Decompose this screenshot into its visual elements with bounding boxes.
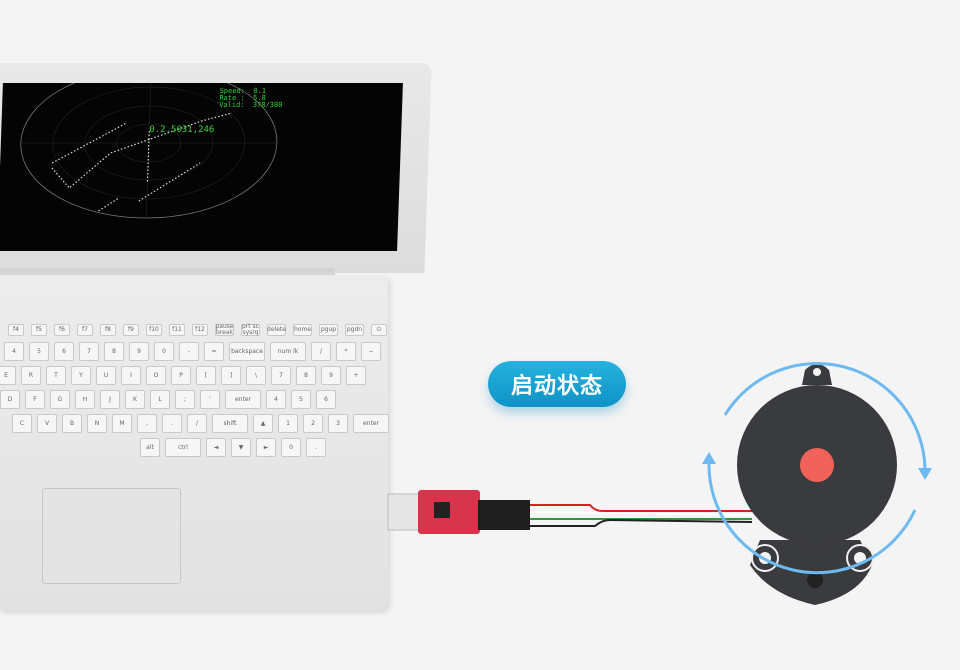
- key[interactable]: f8: [100, 324, 116, 336]
- key[interactable]: ,: [137, 414, 157, 433]
- key[interactable]: 6: [54, 342, 74, 361]
- key[interactable]: pgup: [319, 324, 338, 336]
- key[interactable]: .: [162, 414, 182, 433]
- key[interactable]: 7: [271, 366, 291, 385]
- key[interactable]: K: [125, 390, 145, 409]
- chip: [434, 502, 450, 518]
- key[interactable]: L: [150, 390, 170, 409]
- key[interactable]: 1: [278, 414, 298, 433]
- key[interactable]: f5: [31, 324, 47, 336]
- key[interactable]: backspace: [229, 342, 265, 361]
- key[interactable]: pgdn: [345, 324, 364, 336]
- rotation-arrows-icon: [707, 361, 927, 575]
- keyboard: f4 f5 f6 f7 f8 f9 f10 f11 f12 pause break prt sc s…: [0, 318, 389, 464]
- key[interactable]: f9: [123, 324, 139, 336]
- status-badge: 启动状态: [488, 361, 626, 407]
- key[interactable]: 8: [104, 342, 124, 361]
- key[interactable]: 7: [79, 342, 99, 361]
- key[interactable]: 9: [321, 366, 341, 385]
- key[interactable]: O: [146, 366, 166, 385]
- valid-readout: Valid: 378/380: [219, 101, 283, 109]
- key[interactable]: ◄: [206, 438, 226, 457]
- key[interactable]: =: [204, 342, 224, 361]
- key[interactable]: 5: [291, 390, 311, 409]
- key[interactable]: shift: [212, 414, 248, 433]
- key[interactable]: P: [171, 366, 191, 385]
- key[interactable]: −: [361, 342, 381, 361]
- key[interactable]: *: [336, 342, 356, 361]
- key[interactable]: F: [25, 390, 45, 409]
- key[interactable]: home: [293, 324, 312, 336]
- key[interactable]: J: [100, 390, 120, 409]
- key[interactable]: I: [121, 366, 141, 385]
- key[interactable]: enter: [225, 390, 261, 409]
- key[interactable]: 3: [328, 414, 348, 433]
- key[interactable]: +: [346, 366, 366, 385]
- key[interactable]: [: [196, 366, 216, 385]
- key[interactable]: B: [62, 414, 82, 433]
- key[interactable]: ]: [221, 366, 241, 385]
- trackpad[interactable]: [42, 488, 181, 584]
- point-readout: 0.2,5031,246: [149, 125, 215, 135]
- key[interactable]: 8: [296, 366, 316, 385]
- key[interactable]: 5: [29, 342, 49, 361]
- pin-header: [478, 500, 530, 530]
- key[interactable]: f6: [54, 324, 70, 336]
- key[interactable]: f12: [192, 324, 208, 336]
- key[interactable]: ►: [256, 438, 276, 457]
- key[interactable]: alt: [140, 438, 160, 457]
- key[interactable]: f7: [77, 324, 93, 336]
- key[interactable]: .: [306, 438, 326, 457]
- laptop-screen: Speed: 0.1 Rate : 5.8 Valid: 378/380 0.2…: [0, 67, 403, 251]
- key[interactable]: 4: [266, 390, 286, 409]
- key[interactable]: /: [187, 414, 207, 433]
- key[interactable]: ;: [175, 390, 195, 409]
- lidar-center-dot: [800, 448, 834, 482]
- key[interactable]: f11: [169, 324, 185, 336]
- key[interactable]: T: [46, 366, 66, 385]
- key[interactable]: num lk: [270, 342, 306, 361]
- key[interactable]: ▲: [253, 414, 273, 433]
- key[interactable]: 9: [129, 342, 149, 361]
- key[interactable]: E: [0, 366, 16, 385]
- key[interactable]: D: [0, 390, 20, 409]
- key[interactable]: V: [37, 414, 57, 433]
- key[interactable]: ⏻: [371, 324, 387, 336]
- key[interactable]: ▼: [231, 438, 251, 457]
- key[interactable]: 2: [303, 414, 323, 433]
- key[interactable]: delete: [267, 324, 286, 336]
- key[interactable]: enter: [353, 414, 389, 433]
- key[interactable]: C: [12, 414, 32, 433]
- key[interactable]: 0: [281, 438, 301, 457]
- key[interactable]: U: [96, 366, 116, 385]
- key[interactable]: H: [75, 390, 95, 409]
- key[interactable]: 6: [316, 390, 336, 409]
- lidar-sensor: [702, 361, 932, 605]
- key[interactable]: N: [87, 414, 107, 433]
- key[interactable]: -: [179, 342, 199, 361]
- key[interactable]: prt sc sysrq: [241, 323, 260, 336]
- key[interactable]: 4: [4, 342, 24, 361]
- key[interactable]: ': [200, 390, 220, 409]
- key[interactable]: Y: [71, 366, 91, 385]
- key[interactable]: M: [112, 414, 132, 433]
- key[interactable]: G: [50, 390, 70, 409]
- key[interactable]: /: [311, 342, 331, 361]
- key[interactable]: \: [246, 366, 266, 385]
- key[interactable]: f4: [8, 324, 24, 336]
- usb-connector: [387, 493, 421, 531]
- usb-adapter-and-wires: [387, 490, 753, 534]
- key[interactable]: 0: [154, 342, 174, 361]
- key[interactable]: f10: [146, 324, 162, 336]
- key[interactable]: ctrl: [165, 438, 201, 457]
- key[interactable]: pause break: [215, 323, 234, 336]
- lidar-scan-plot: [20, 67, 278, 219]
- key[interactable]: R: [21, 366, 41, 385]
